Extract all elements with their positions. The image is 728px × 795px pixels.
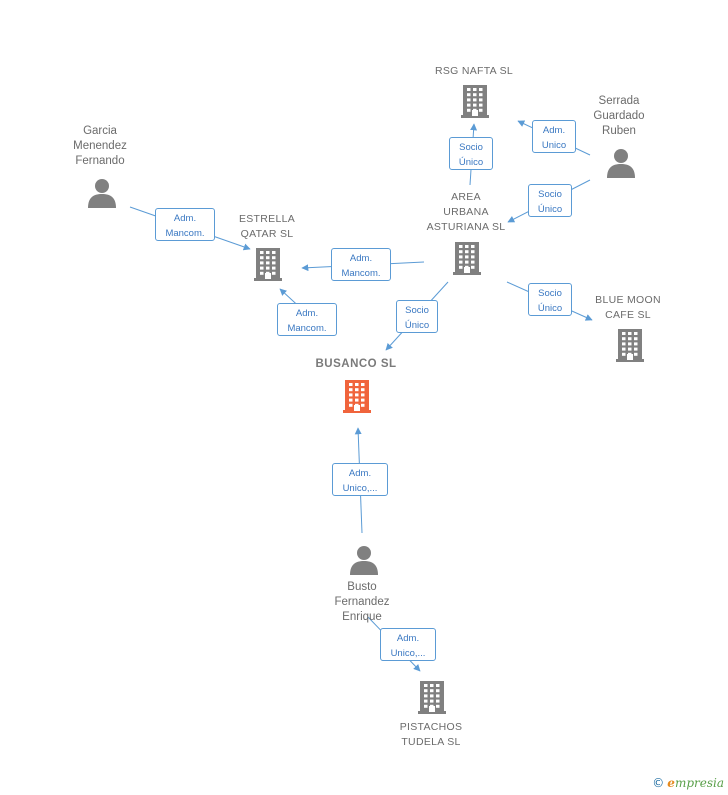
relation-badge-area-bluemoon[interactable]: Socio Único (528, 283, 572, 316)
node-label-area[interactable]: AREA URBANA ASTURIANA SL (426, 191, 506, 233)
building-icon[interactable] (418, 680, 446, 719)
brand-name: mpresia (674, 776, 724, 790)
relation-badge-busto-pistachos[interactable]: Adm. Unico,... (380, 628, 436, 661)
node-label-rsg[interactable]: RSG NAFTA SL (434, 65, 514, 77)
node-label-serrada[interactable]: Serrada Guardado Ruben (593, 95, 645, 137)
building-icon[interactable] (254, 247, 282, 286)
person-icon[interactable] (606, 148, 636, 183)
building-icon[interactable] (461, 84, 489, 123)
person-icon[interactable] (349, 545, 379, 580)
node-label-bluemoon[interactable]: BLUE MOON CAFE SL (595, 294, 661, 321)
relation-badge-busanco-estrella[interactable]: Adm. Mancom. (277, 303, 337, 336)
relation-badge-area-rsg[interactable]: Socio Único (449, 137, 493, 170)
relation-badge-serrada-rsg[interactable]: Adm. Unico (532, 120, 576, 153)
copyright-symbol: © (652, 776, 665, 790)
building-icon[interactable] (343, 379, 371, 418)
building-icon[interactable] (453, 241, 481, 280)
building-icon[interactable] (616, 328, 644, 367)
relation-badge-garcia-estrella[interactable]: Adm. Mancom. (155, 208, 215, 241)
node-label-busto[interactable]: Busto Fernandez Enrique (334, 581, 390, 623)
node-label-pistachos[interactable]: PISTACHOS TUDELA SL (399, 721, 463, 748)
relation-badge-serrada-area[interactable]: Socio Único (528, 184, 572, 217)
person-icon[interactable] (87, 178, 117, 213)
node-label-estrella[interactable]: ESTRELLA QATAR SL (238, 213, 296, 240)
relation-badge-busto-busanco[interactable]: Adm. Unico,... (332, 463, 388, 496)
brand-initial: e (667, 776, 675, 790)
relation-badge-area-busanco[interactable]: Socio Único (396, 300, 438, 333)
relation-badge-area-estrella[interactable]: Adm. Mancom. (331, 248, 391, 281)
node-label-busanco[interactable]: BUSANCO SL (315, 358, 397, 370)
empresia-logo: ©empresia (652, 776, 724, 790)
node-label-garcia[interactable]: Garcia Menendez Fernando (73, 125, 127, 167)
